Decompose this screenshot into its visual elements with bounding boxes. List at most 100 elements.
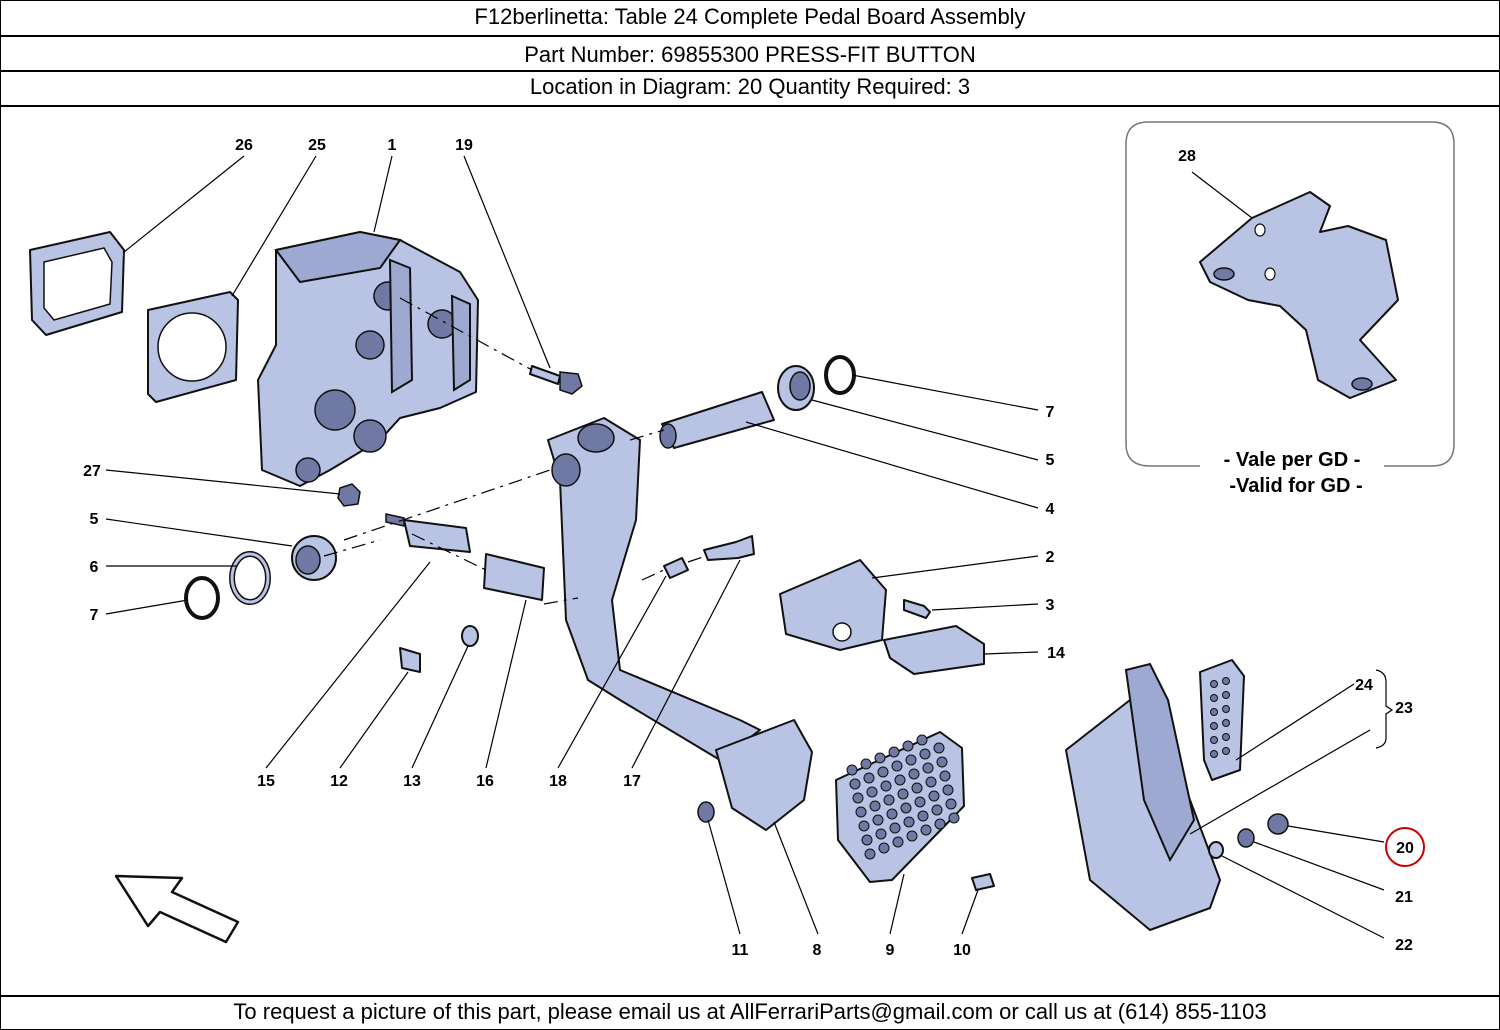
pad-hole: [869, 800, 881, 812]
part-nut-11: [697, 801, 715, 823]
pad-hole: [1210, 694, 1218, 702]
callout-19: 19: [455, 137, 473, 154]
pad-hole: [919, 748, 931, 760]
pad-hole: [889, 822, 901, 834]
part-bushing-5-right: [777, 365, 815, 411]
pad-hole: [846, 764, 858, 776]
part-clip-16: [483, 553, 545, 601]
pad-hole: [894, 774, 906, 786]
pad-hole: [903, 816, 915, 828]
pad-hole: [917, 810, 929, 822]
part-bolt-19: [529, 365, 583, 395]
pad-hole: [920, 824, 932, 836]
pad-hole: [1222, 691, 1230, 699]
pad-hole: [902, 740, 914, 752]
part-plate-25: [147, 291, 239, 403]
pad-hole: [1222, 747, 1230, 755]
callout-3: 3: [1046, 597, 1055, 614]
pad-hole: [900, 802, 912, 814]
highlight-ring: [1385, 827, 1425, 867]
pad-hole: [933, 742, 945, 754]
pad-hole: [1210, 750, 1218, 758]
pad-hole: [892, 836, 904, 848]
pad-hole: [852, 792, 864, 804]
pad-hole: [928, 790, 940, 802]
pad-hole: [936, 756, 948, 768]
callout-27: 27: [83, 463, 101, 480]
callout-23: 23: [1395, 700, 1413, 717]
callout-14: 14: [1047, 645, 1065, 662]
part-brake-pad-9: [835, 731, 965, 883]
pad-hole: [880, 780, 892, 792]
part-circlip-7-right: [824, 355, 856, 395]
callout-21: 21: [1395, 889, 1413, 906]
direction-arrow-icon: [114, 874, 240, 944]
callout-10: 10: [953, 942, 971, 959]
part-bracket-15: [385, 513, 471, 553]
pad-hole: [942, 784, 954, 796]
callout-17: 17: [623, 773, 641, 790]
callout-20: 20: [1396, 840, 1414, 857]
pad-hole: [866, 786, 878, 798]
divider: [0, 995, 1500, 997]
pad-hole: [872, 814, 884, 826]
callout-7b: 7: [1046, 404, 1055, 421]
pad-hole: [860, 758, 872, 770]
callout-labels: 26 25 1 19 27 5 6 7 15 12 13 16 18 17 7 …: [83, 137, 1425, 959]
callout-28: 28: [1178, 148, 1196, 165]
callout-7: 7: [90, 607, 99, 624]
pad-hole: [886, 808, 898, 820]
pad-hole: [863, 772, 875, 784]
pad-hole: [908, 768, 920, 780]
pad-hole: [925, 776, 937, 788]
pad-hole: [1210, 708, 1218, 716]
pad-hole: [878, 842, 890, 854]
callout-16: 16: [476, 773, 494, 790]
callout-8: 8: [813, 942, 822, 959]
part-switch-bracket-2: [779, 559, 887, 651]
gd-variant-inset: - Vale per GD - -Valid for GD -: [1125, 121, 1455, 497]
pad-hole: [891, 760, 903, 772]
location-quantity-line: Location in Diagram: 20 Quantity Require…: [529, 74, 971, 99]
pad-hole: [922, 762, 934, 774]
part-switch-14: [883, 625, 985, 675]
pad-hole: [931, 804, 943, 816]
part-circlip-7-left: [184, 576, 220, 620]
pad-hole: [874, 752, 886, 764]
pad-hole: [945, 798, 957, 810]
part-nut-27: [337, 483, 361, 507]
inset-note-en: -Valid for GD -: [1229, 475, 1362, 497]
callout-18: 18: [549, 773, 567, 790]
part-tube-4: [659, 391, 775, 449]
pad-hole: [914, 796, 926, 808]
part-bushing-5-left: [291, 535, 337, 581]
pad-hole: [906, 830, 918, 842]
part-washer-22: [1208, 841, 1224, 859]
pad-hole: [1210, 736, 1218, 744]
pad-hole: [948, 812, 960, 824]
divider: [0, 105, 1500, 107]
page-title: F12berlinetta: Table 24 Complete Pedal B…: [474, 4, 1026, 29]
callout-6: 6: [90, 559, 99, 576]
pad-hole: [1222, 677, 1230, 685]
pad-hole: [858, 820, 870, 832]
pad-hole: [911, 782, 923, 794]
pad-hole: [888, 746, 900, 758]
part-nut-21: [1237, 828, 1255, 848]
contact-footer: To request a picture of this part, pleas…: [233, 999, 1267, 1024]
part-press-fit-button-20: [1267, 813, 1289, 835]
part-clip-nut-12: [399, 647, 421, 673]
pad-hole: [1222, 733, 1230, 741]
callout-26: 26: [235, 137, 253, 154]
pad-hole: [934, 818, 946, 830]
part-pedal-pad-8: [715, 719, 813, 831]
divider: [0, 35, 1500, 37]
callout-13: 13: [403, 773, 421, 790]
pad-hole: [875, 828, 887, 840]
pad-hole: [1222, 705, 1230, 713]
pad-hole: [883, 794, 895, 806]
part-ring-6: [229, 551, 271, 605]
exploded-parts-diagram: - Vale per GD - -Valid for GD - 26 25 1 …: [29, 121, 1455, 959]
callout-9: 9: [886, 942, 895, 959]
pad-hole: [905, 754, 917, 766]
